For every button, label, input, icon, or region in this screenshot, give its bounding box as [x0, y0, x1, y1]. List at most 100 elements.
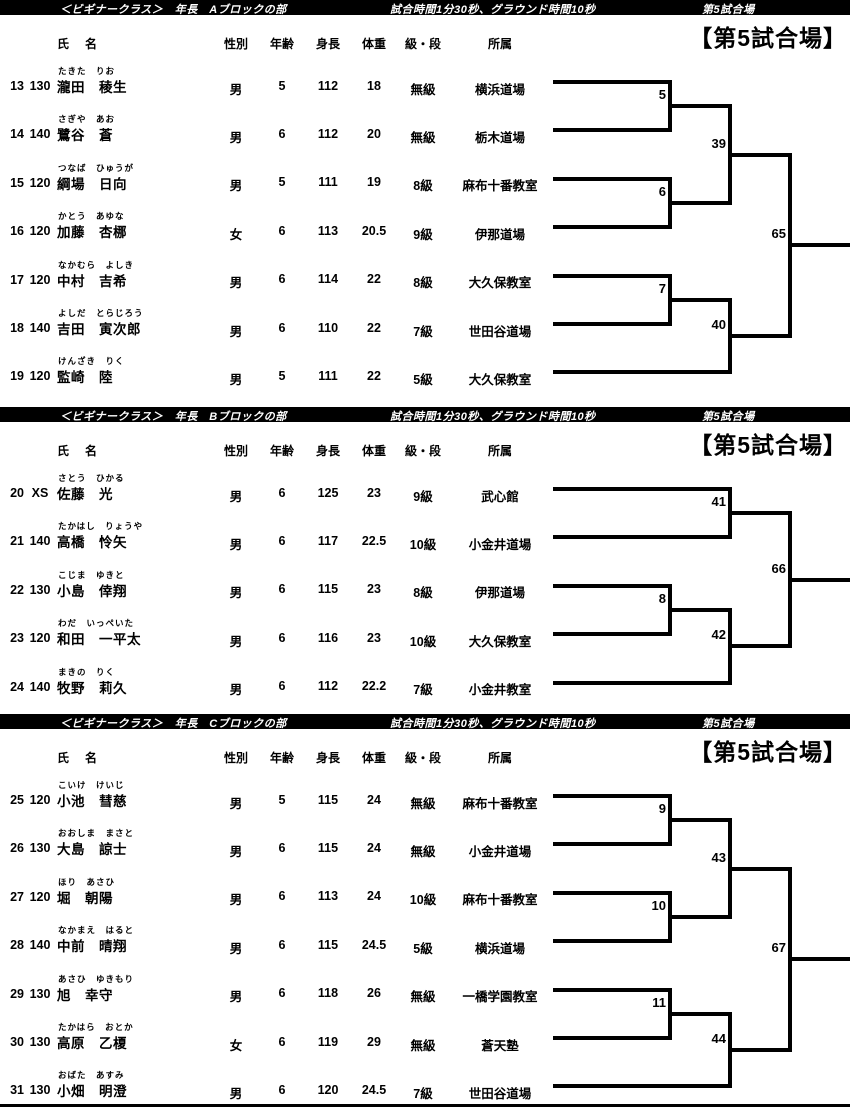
- bracket-line: [728, 334, 792, 339]
- age-cell: 6: [278, 320, 286, 335]
- sex-cell: 男: [229, 941, 243, 956]
- bib-number: 120: [29, 224, 51, 239]
- competitor-name: 監崎 陸: [57, 370, 113, 386]
- column-header-name: 氏 名: [57, 751, 100, 765]
- column-header-height: 身長: [315, 751, 340, 765]
- row-number: 16: [10, 224, 24, 239]
- bib-number: 140: [29, 938, 51, 953]
- sex-cell: 男: [229, 586, 243, 601]
- bracket-line: [668, 818, 732, 823]
- match-number: 42: [711, 627, 726, 643]
- weight-cell: 23: [367, 582, 381, 597]
- club-cell: 大久保教室: [468, 276, 532, 291]
- age-cell: 6: [278, 485, 286, 500]
- bib-number: 120: [29, 631, 51, 646]
- row-number: 21: [10, 534, 24, 549]
- age-cell: 6: [278, 223, 286, 238]
- sex-cell: 男: [229, 537, 243, 552]
- club-cell: 武心館: [481, 489, 519, 504]
- column-header-club: 所属: [487, 37, 512, 51]
- rank-cell: 5級: [413, 941, 433, 956]
- competitor-name: 加藤 杏梛: [57, 225, 127, 241]
- competitor-name: 小畑 明澄: [57, 1084, 127, 1100]
- row-number: 23: [10, 631, 24, 646]
- club-cell: 伊那道場: [474, 227, 525, 242]
- bib-number: XS: [31, 486, 49, 500]
- sex-cell: 男: [229, 683, 243, 698]
- weight-cell: 26: [367, 986, 381, 1001]
- row-number: 19: [10, 369, 24, 384]
- weight-cell: 22: [367, 272, 381, 287]
- rank-cell: 無級: [410, 82, 436, 97]
- weight-cell: 24.5: [361, 1082, 387, 1097]
- age-cell: 6: [278, 272, 286, 287]
- venue-title: 【第5試合場】: [689, 432, 847, 458]
- age-cell: 6: [278, 1034, 286, 1049]
- row-number: 26: [10, 841, 24, 856]
- sex-cell: 男: [229, 990, 243, 1005]
- bracket-line: [553, 322, 672, 326]
- column-header-name: 氏 名: [57, 37, 100, 51]
- column-header-height: 身長: [315, 444, 340, 458]
- club-cell: 麻布十番教室: [462, 893, 538, 908]
- match-number: 11: [652, 994, 666, 1010]
- rank-cell: 9級: [413, 489, 433, 504]
- competitor-name: 高橋 怜矢: [57, 535, 127, 551]
- bracket-line: [668, 104, 732, 109]
- row-number: 18: [10, 321, 24, 335]
- match-number: 66: [771, 560, 786, 576]
- sex-cell: 男: [229, 179, 243, 194]
- rank-cell: 無級: [410, 796, 436, 811]
- bracket-line: [728, 644, 792, 649]
- venue-title: 【第5試合場】: [689, 25, 847, 51]
- competitor-name: 小島 倖翔: [57, 583, 127, 599]
- row-number: 22: [10, 582, 24, 597]
- competitor-name: 牧野 莉久: [57, 680, 127, 696]
- club-cell: 小金井道場: [468, 844, 532, 859]
- match-number: 9: [658, 801, 666, 817]
- club-cell: 一橋学園教室: [462, 990, 538, 1005]
- column-header-rank: 級・段: [404, 37, 441, 51]
- block-b: ＜ビギナークラス＞ 年長 Bブロックの部 試合時間1分30秒、グラウンド時間10…: [0, 407, 850, 714]
- block-a: ＜ビギナークラス＞ 年長 Aブロックの部 試合時間1分30秒、グラウンド時間10…: [0, 0, 850, 407]
- competitor-name: 中村 吉希: [57, 273, 127, 289]
- bracket-line: [668, 608, 732, 612]
- weight-cell: 24.5: [361, 937, 387, 952]
- class-label: ＜ビギナークラス＞ 年長 Cブロックの部: [60, 718, 287, 730]
- age-cell: 6: [278, 937, 286, 952]
- bracket-line: [728, 511, 792, 516]
- sex-cell: 男: [229, 1086, 243, 1101]
- competitor-name: 中前 晴翔: [57, 939, 127, 955]
- height-cell: 117: [317, 533, 339, 548]
- age-cell: 5: [278, 368, 286, 383]
- sex-cell: 男: [229, 82, 243, 97]
- club-cell: 栃木道場: [474, 130, 525, 145]
- weight-cell: 24: [367, 889, 381, 904]
- club-cell: 横浜道場: [474, 941, 525, 956]
- class-label: ＜ビギナークラス＞ 年長 Aブロックの部: [60, 4, 287, 16]
- row-number: 20: [10, 486, 24, 500]
- rank-cell: 10級: [409, 634, 437, 649]
- sex-cell: 男: [229, 844, 243, 859]
- bracket-line: [728, 866, 792, 871]
- rank-cell: 無級: [410, 990, 436, 1005]
- match-number: 65: [771, 226, 786, 242]
- sex-cell: 男: [229, 372, 243, 387]
- sex-cell: 男: [229, 893, 243, 908]
- sex-cell: 男: [229, 489, 243, 504]
- weight-cell: 20: [367, 126, 381, 141]
- height-cell: 120: [317, 1082, 339, 1097]
- age-cell: 6: [278, 533, 286, 548]
- bracket-line: [788, 577, 850, 582]
- height-cell: 125: [317, 485, 339, 500]
- height-cell: 115: [317, 792, 339, 807]
- age-cell: 5: [278, 78, 286, 93]
